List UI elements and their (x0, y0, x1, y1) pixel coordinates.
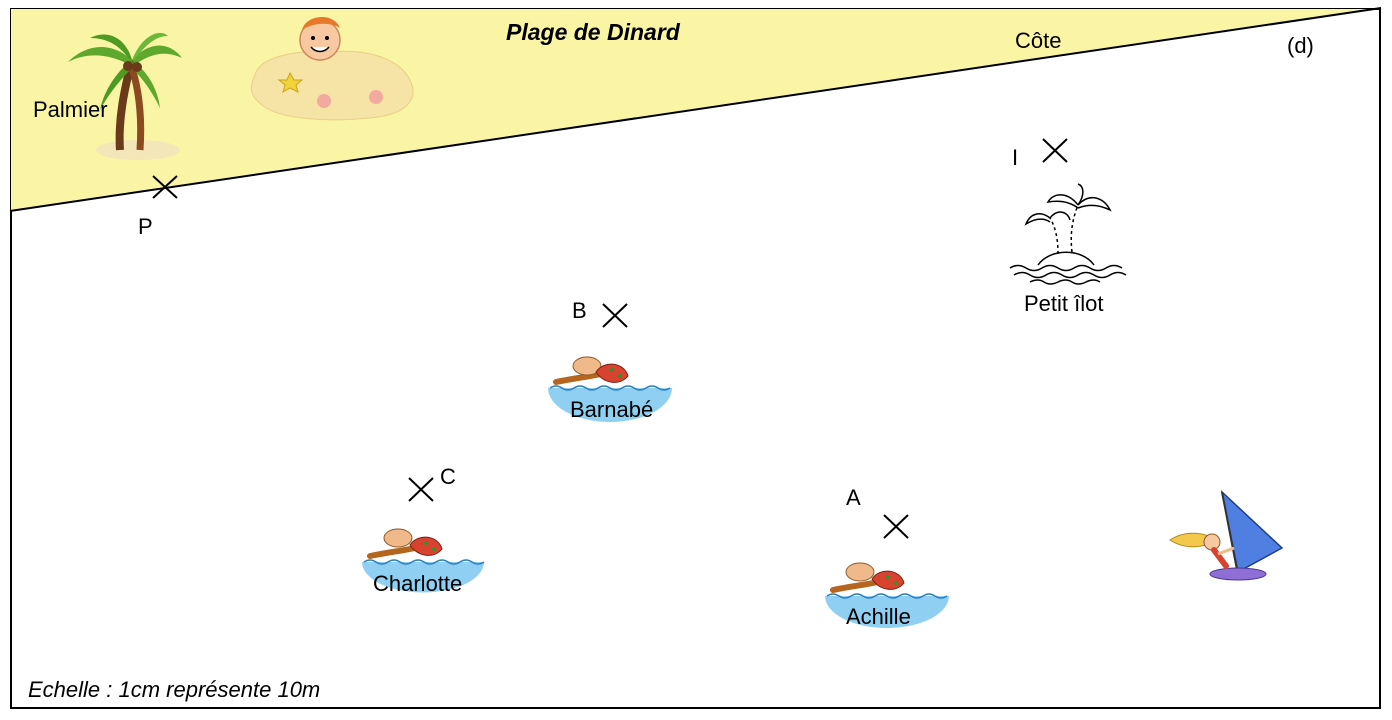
point-p-mark (152, 175, 178, 199)
point-c-mark (408, 477, 434, 502)
swimmer-barnabe-label: Barnabé (570, 397, 654, 422)
point-i-label: I (1012, 145, 1019, 170)
map-title: Plage de Dinard (506, 19, 680, 45)
swimmer-icon (825, 562, 949, 628)
point-c-label: C (440, 464, 456, 489)
swimmer-icon (362, 528, 485, 593)
line-d-label: (d) (1287, 33, 1314, 58)
windsurfer-icon (1169, 489, 1284, 581)
island-icon (1009, 183, 1127, 285)
palm-label: Palmier (33, 97, 108, 122)
swimmer-charlotte-label: Charlotte (373, 571, 463, 596)
swimmer-icon (548, 356, 672, 422)
point-a-mark (883, 514, 909, 539)
scale-note: Echelle : 1cm représente 10m (28, 677, 321, 702)
sand-boy-icon (250, 16, 414, 121)
point-i-mark (1042, 138, 1068, 163)
point-b-label: B (572, 298, 587, 323)
coast-label: Côte (1015, 28, 1062, 53)
point-p-label: P (138, 214, 153, 239)
point-b-mark (602, 303, 628, 328)
coast-line (9, 7, 1382, 212)
point-a-label: A (846, 485, 861, 510)
palm-tree-icon (68, 32, 182, 160)
swimmer-achille-label: Achille (846, 604, 911, 629)
island-label: Petit îlot (1024, 291, 1104, 316)
